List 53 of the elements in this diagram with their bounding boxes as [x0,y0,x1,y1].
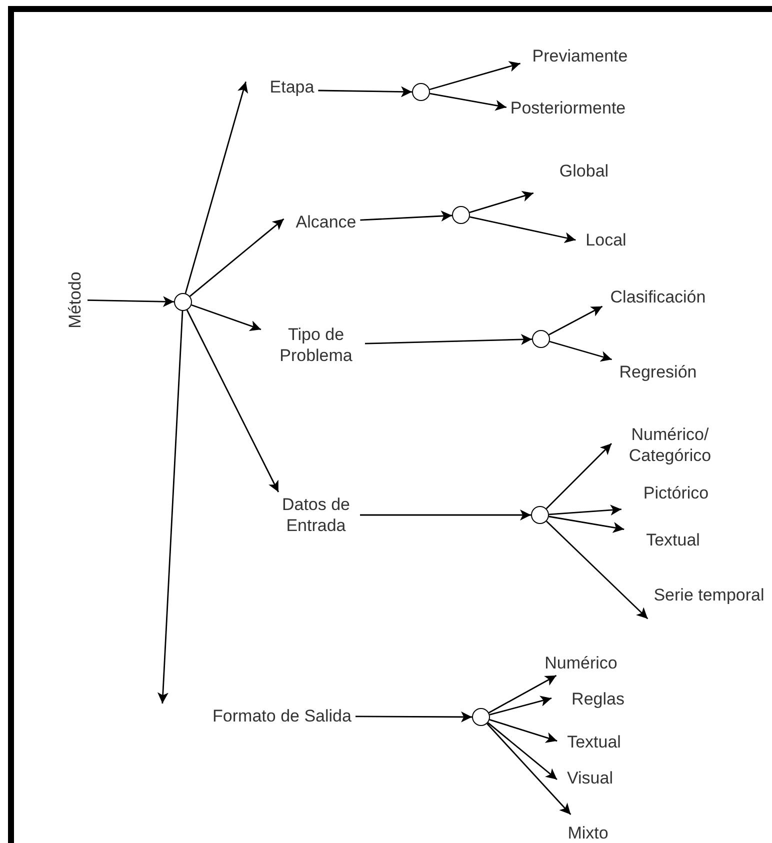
arrow [488,674,557,714]
arrow [549,340,612,362]
node-label: Serie temporal [654,584,764,606]
node-label: Etapa [270,76,314,98]
node-label: Reglas [572,688,624,710]
node-label: Numérico/ Categórico [628,424,712,466]
node-label: Clasificación [610,286,706,308]
arrow [548,306,603,336]
node-label: Método [64,272,86,328]
arrow [184,82,248,294]
arrow [87,296,174,308]
arrow [157,310,184,704]
arrow [318,86,412,98]
node-label: Pictórico [643,482,709,504]
node-label: Numérico [544,652,618,674]
junction-circle [532,330,550,348]
junction-circle [472,708,490,726]
node-label: Tipo de Problema [278,324,354,366]
node-label: Previamente [532,46,628,66]
arrow [360,510,531,520]
arrow [186,310,280,492]
node-label: Textual [567,732,621,752]
arrow [546,520,648,620]
arrow [429,61,520,90]
node-label: Alcance [296,212,356,232]
node-label: Formato de Salida [212,706,352,726]
arrow [487,722,558,780]
node-label: Regresión [619,362,697,382]
node-label: Global [559,160,609,182]
arrow [548,504,622,516]
arrow [191,304,262,332]
arrow [430,92,507,111]
arrow [364,334,532,345]
node-label: Visual [567,768,613,788]
junction-circle [412,83,430,101]
node-label: Datos de Entrada [280,494,352,536]
arrow [360,210,452,222]
node-label: Mixto [568,822,608,843]
arrow [356,711,472,722]
arrow [546,443,612,510]
arrow [469,191,534,214]
junction-circle [452,206,470,224]
arrow [189,218,284,297]
arrow [470,216,576,244]
arrow [486,723,572,815]
arrow [490,696,552,716]
node-label: Local [586,230,626,250]
arrow [548,516,624,533]
arrow [489,719,558,743]
junction-circle [531,506,549,524]
junction-circle [174,293,192,311]
node-label: Textual [646,530,700,550]
node-label: Posteriormente [510,98,626,118]
